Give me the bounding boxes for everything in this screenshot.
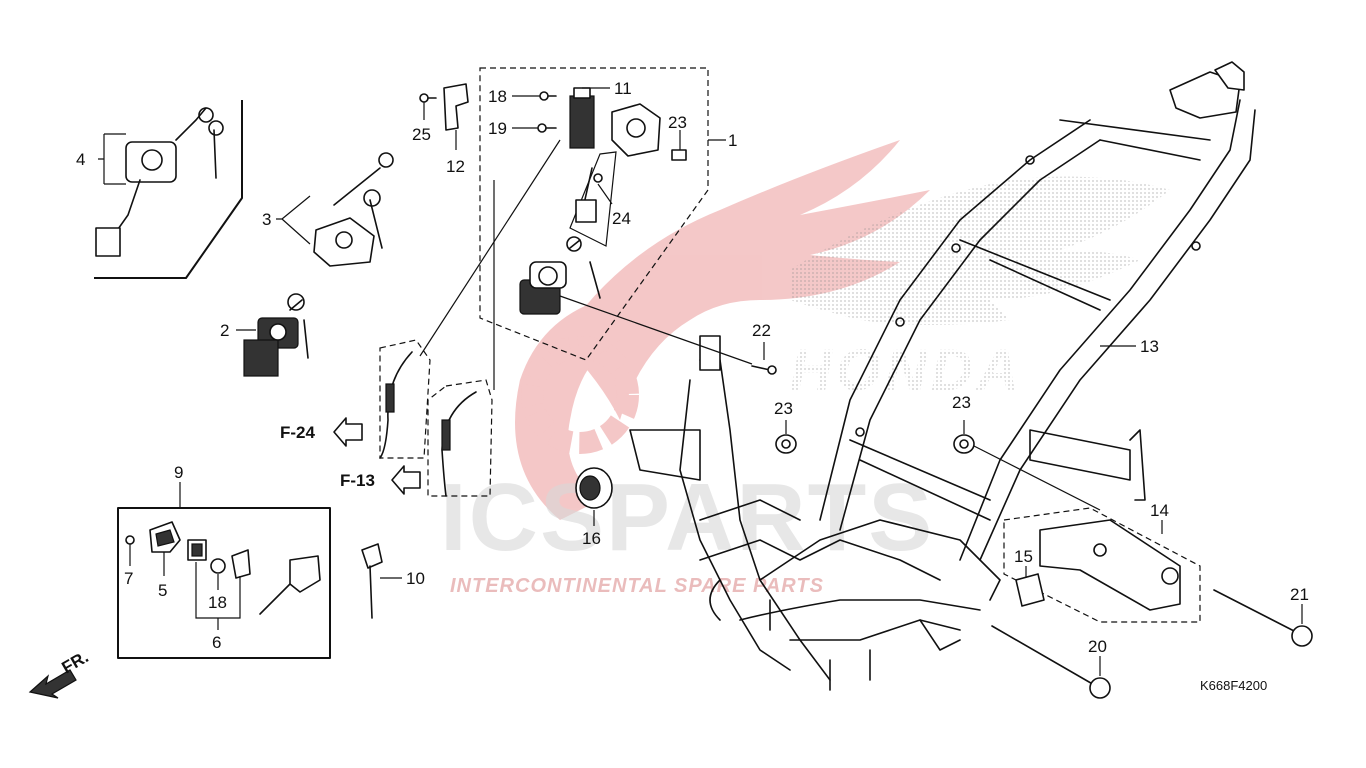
callout-21: 23: [668, 113, 687, 132]
ref-f24-group[interactable]: F-24: [280, 417, 363, 447]
callout-23-left: 23: [774, 399, 793, 418]
part-10-key[interactable]: [361, 543, 383, 619]
front-direction-indicator: FR.: [28, 647, 92, 699]
callout-9: 9: [174, 463, 183, 482]
callout-1: 1: [728, 131, 737, 150]
watermark-brand: ICSPARTS: [440, 464, 934, 571]
part-18-bolts[interactable]: [537, 91, 557, 133]
part-23-grommet-left[interactable]: [775, 434, 797, 454]
part-5-cap[interactable]: [149, 521, 181, 553]
callout-17: 18: [208, 593, 227, 612]
part-11-switch-body[interactable]: [569, 87, 595, 149]
part-12-clip[interactable]: [443, 83, 469, 131]
part-7-screw[interactable]: [125, 535, 135, 545]
front-arrow-icon: [28, 669, 77, 699]
part-1-ignition-cylinder[interactable]: [519, 236, 601, 315]
callout-18-top: 18: [488, 87, 507, 106]
callout-5: 5: [158, 581, 167, 600]
part-15-bushing[interactable]: [1015, 573, 1045, 607]
part-clip-small[interactable]: [231, 549, 251, 579]
callout-19: 20: [1088, 637, 1107, 656]
cable-lines: [379, 139, 561, 497]
honda-logo-text: HONDA: [790, 338, 1023, 403]
key-blank-group: [117, 507, 331, 659]
watermark: HONDA ICSPARTS INTERCONTINENTAL SPARE PA…: [440, 140, 1170, 597]
group-border-9: [117, 507, 331, 659]
part-cover-center[interactable]: [611, 103, 661, 157]
callout-13: 13: [1140, 337, 1159, 356]
key-set-group-left: [94, 100, 394, 377]
callout-2: 2: [220, 321, 229, 340]
part-21-bolt[interactable]: [671, 149, 687, 161]
honda-dotted-wing: HONDA: [790, 176, 1170, 403]
part-25-screw[interactable]: [419, 93, 437, 103]
part-3-key-housing[interactable]: [313, 152, 394, 267]
ignition-kit-group-center: [419, 67, 709, 361]
callout-18-bottom: 19: [488, 119, 507, 138]
ref-f13-group[interactable]: F-13: [340, 465, 421, 495]
front-direction-label: FR.: [59, 647, 92, 677]
part-14-engine-hanger[interactable]: [1039, 519, 1181, 611]
callout-25: 25: [412, 125, 431, 144]
callout-3: 3: [262, 210, 271, 229]
callout-14: 14: [1150, 501, 1169, 520]
group-border-left: [94, 100, 243, 279]
callout-labels: 4 3 2 9 7 5 18 6 10 25 12 18 19 11 23 1 …: [76, 79, 1309, 656]
watermark-tagline: INTERCONTINENTAL SPARE PARTS: [450, 575, 824, 597]
group-border-1: [479, 67, 709, 361]
callout-4: 4: [76, 150, 85, 169]
part-22-screw[interactable]: [751, 365, 777, 375]
callout-20: 21: [1290, 585, 1309, 604]
part-20-bolt[interactable]: [1213, 589, 1313, 647]
callout-11: 11: [614, 79, 632, 98]
part-23-grommet-right[interactable]: [953, 434, 975, 454]
callout-7: 7: [124, 569, 133, 588]
callout-24: 24: [612, 209, 631, 228]
callout-10: 10: [406, 569, 425, 588]
callout-23-right: 23: [952, 393, 971, 412]
engine-hanger-group: [1003, 507, 1201, 623]
ref-f13-arrow-icon: [391, 465, 421, 495]
callout-6: 6: [212, 633, 221, 652]
diagram-code: K668F4200: [1200, 678, 1267, 693]
group-border-14: [1003, 507, 1201, 623]
part-19-bolt[interactable]: [991, 625, 1111, 699]
part-16-grommet[interactable]: [575, 467, 613, 509]
ref-f24-arrow-icon: [333, 417, 363, 447]
callout-22: 22: [752, 321, 771, 340]
callout-15: 15: [1014, 547, 1033, 566]
leader-lines: [98, 87, 1303, 676]
part-2-ignition-switch[interactable]: [243, 293, 309, 377]
ref-f24-label: F-24: [280, 423, 316, 442]
callout-16: 16: [582, 529, 601, 548]
part-key-blank[interactable]: [259, 555, 321, 615]
wing-logo-watermark: [515, 140, 930, 520]
ref-f13-label: F-13: [340, 471, 375, 490]
part-6-plate[interactable]: [187, 539, 207, 561]
callout-12: 12: [446, 157, 465, 176]
part-24-lever[interactable]: [575, 167, 603, 223]
part-17-disc[interactable]: [210, 558, 226, 574]
part-4-lock-assembly[interactable]: [95, 107, 224, 257]
